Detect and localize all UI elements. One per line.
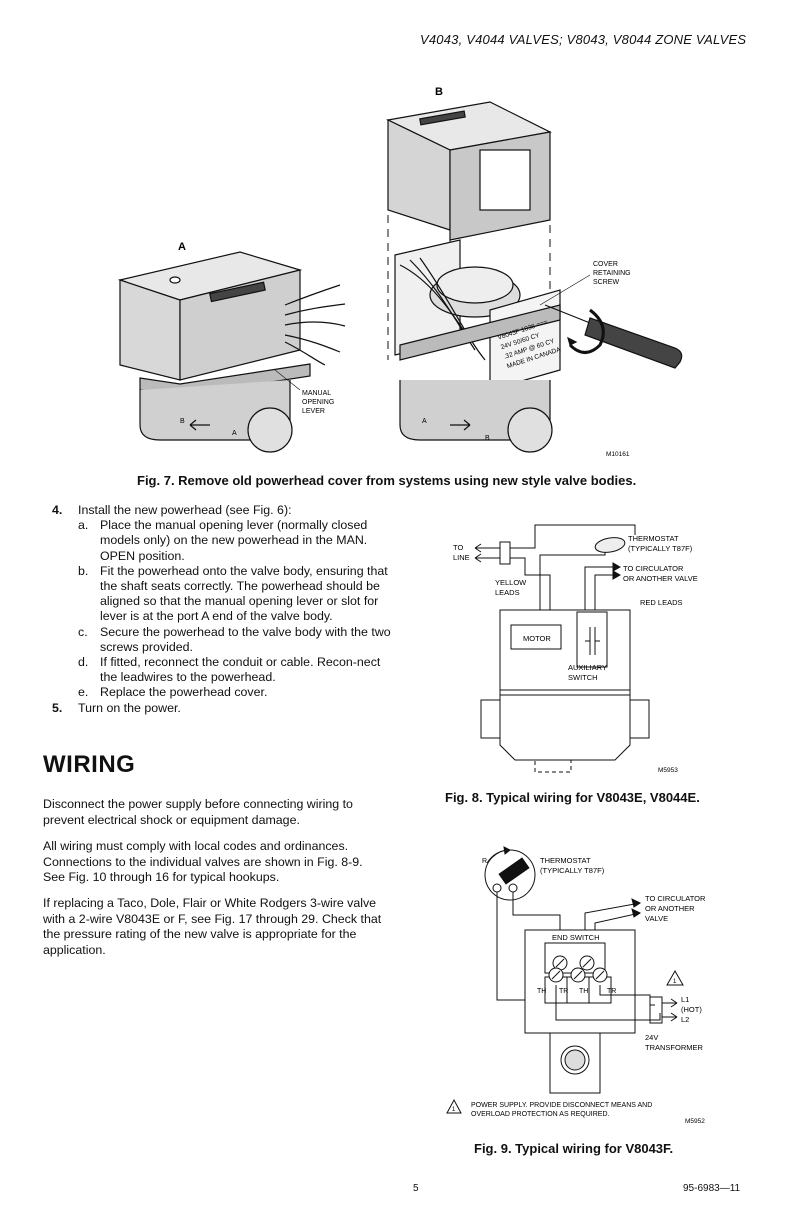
substep-letter: b. (78, 563, 89, 578)
doc-number: 95-6983—11 (683, 1183, 741, 1194)
cover-b (386, 101, 552, 241)
substep-text: If fitted, reconnect the conduit or cabl… (100, 655, 381, 685)
fig8-circulator-1: TO CIRCULATOR (623, 564, 684, 573)
fig7-cover-screw-line3: SCREW (593, 279, 619, 286)
fig9-note-line2: OVERLOAD PROTECTION AS REQUIRED. (471, 1111, 610, 1118)
fig8-code: M5953 (658, 767, 678, 774)
wiring-paragraph-1: Disconnect the power supply before conne… (43, 797, 353, 827)
fig7-cover-screw-line1: COVER (593, 261, 618, 268)
fig9-r-label: R (482, 858, 487, 865)
motor-box (510, 624, 562, 650)
fig7-manual-lever-line3: LEVER (302, 408, 325, 415)
substep-text: Replace the powerhead cover. (100, 685, 268, 700)
screwdriver-icon (544, 304, 683, 369)
warning-triangle-icon (666, 969, 684, 986)
fig9-warning-number: 1 (673, 979, 677, 985)
fig9-note-line1: POWER SUPPLY. PROVIDE DISCONNECT MEANS A… (471, 1102, 652, 1109)
fig8-red-leads: RED LEADS (640, 598, 683, 607)
fig9-note-number: 1 (452, 1107, 456, 1113)
step-number: 5. (52, 700, 63, 715)
fig8-thermostat-2: (TYPICALLY T87F) (628, 544, 693, 553)
substep-c: c. Secure the powerhead to the valve bod… (52, 625, 392, 655)
fig8-circulator-2: OR ANOTHER VALVE (623, 574, 698, 583)
fig9-caption: Fig. 9. Typical wiring for V8043F. (474, 1141, 674, 1156)
fig8-to-line-2: LINE (453, 553, 470, 562)
fig9-l1: L1 (681, 995, 689, 1004)
fig9-terminal-tr-2: TR (607, 988, 616, 995)
step-number: 4. (52, 503, 63, 517)
fig9-thermostat-1: THERMOSTAT (540, 856, 591, 865)
wiring-paragraph-2: All wiring must comply with local codes … (43, 839, 363, 884)
fig8-thermostat-1: THERMOSTAT (628, 534, 679, 543)
substep-letter: d. (78, 655, 89, 670)
transformer-icon (649, 996, 663, 1024)
install-steps: 4. Install the new powerhead (see Fig. 6… (52, 503, 392, 716)
fig7-cover-screw-line2: RETAINING (593, 270, 631, 277)
running-header: V4043, V4044 VALVES; V8043, V8044 ZONE V… (420, 32, 747, 47)
fig7-manual-lever-line1: MANUAL (302, 390, 331, 397)
substep-text: Secure the powerhead to the valve body w… (100, 624, 391, 654)
fig9-circulator-3: VALVE (645, 914, 668, 923)
fig7-manual-lever-line2: OPENING (302, 399, 334, 406)
substep-e: e. Replace the powerhead cover. (52, 685, 392, 700)
fig8-aux-switch-1: AUXILIARY (568, 663, 607, 672)
step-4: 4. Install the new powerhead (see Fig. 6… (52, 503, 392, 518)
fig8-yellow-leads-1: YELLOW (495, 578, 527, 587)
fig7-port-a-right: A (422, 418, 427, 425)
fig8-to-line-1: TO (453, 543, 463, 552)
line-plug-icon (499, 541, 511, 565)
powerhead-a (117, 251, 346, 453)
fig8-aux-switch-2: SWITCH (568, 673, 598, 682)
step-text: Turn on the power. (78, 700, 181, 715)
step-5: 5. Turn on the power. (52, 701, 392, 716)
fig9-wiring-diagram: R THERMOSTAT (TYPICALLY T87F) TO CIRCULA… (446, 846, 706, 1125)
step-text: Install the new powerhead (see Fig. 6): (78, 503, 292, 517)
fig7-label-b: B (435, 86, 443, 98)
fig9-terminal-th-2: TH (579, 988, 588, 995)
wiring-paragraph-3: If replacing a Taco, Dole, Flair or Whit… (43, 896, 382, 957)
fig9-transformer-2: TRANSFORMER (645, 1043, 704, 1052)
fig9-terminal-tr-1: TR (559, 988, 568, 995)
fig9-terminal-th-1: TH (537, 988, 546, 995)
substep-text: Place the manual opening lever (normally… (100, 518, 368, 563)
fig8-caption: Fig. 8. Typical wiring for V8043E, V8044… (445, 790, 700, 805)
substep-a: a. Place the manual opening lever (norma… (52, 518, 392, 564)
page-number: 5 (413, 1183, 419, 1194)
thermostat-icon (594, 537, 626, 553)
powerhead-b-body (394, 239, 561, 453)
fig7-port-b-left: B (180, 418, 185, 425)
fig7-code: M10161 (606, 451, 630, 458)
fig9-circulator-1: TO CIRCULATOR (645, 894, 706, 903)
substep-text: Fit the powerhead onto the valve body, e… (100, 563, 388, 624)
fig8-yellow-leads-2: LEADS (495, 588, 520, 597)
fig9-end-switch-label: END SWITCH (552, 933, 600, 942)
fig7-label-a: A (178, 241, 186, 253)
note-warning-triangle-icon (446, 1098, 462, 1114)
fig7-port-b-right: B (485, 435, 490, 442)
section-title-wiring: WIRING (43, 751, 136, 778)
fig8-motor-label: MOTOR (523, 634, 551, 643)
substep-letter: a. (78, 518, 89, 533)
substep-letter: c. (78, 624, 88, 639)
fig9-circulator-2: OR ANOTHER (645, 904, 695, 913)
fig9-thermostat-2: (TYPICALLY T87F) (540, 866, 605, 875)
fig9-hot: (HOT) (681, 1005, 702, 1014)
substep-b: b. Fit the powerhead onto the valve body… (52, 564, 392, 625)
substep-letter: e. (78, 685, 89, 700)
aux-switch-box (576, 611, 608, 668)
fig7-guide-lines (387, 215, 551, 360)
substep-d: d. If fitted, reconnect the conduit or c… (52, 655, 392, 685)
fig9-code: M5952 (685, 1118, 705, 1125)
fig8-wiring-diagram: TO LINE THERMOSTAT (TYPICALLY T87F) TO C… (453, 524, 698, 774)
fig9-l2: L2 (681, 1015, 689, 1024)
fig7-illustration: B A B A MANUAL OPENING LEVER (117, 86, 683, 458)
fig7-caption: Fig. 7. Remove old powerhead cover from … (137, 473, 637, 488)
fig9-transformer-1: 24V (645, 1033, 658, 1042)
fig7-port-a-left: A (232, 430, 237, 437)
